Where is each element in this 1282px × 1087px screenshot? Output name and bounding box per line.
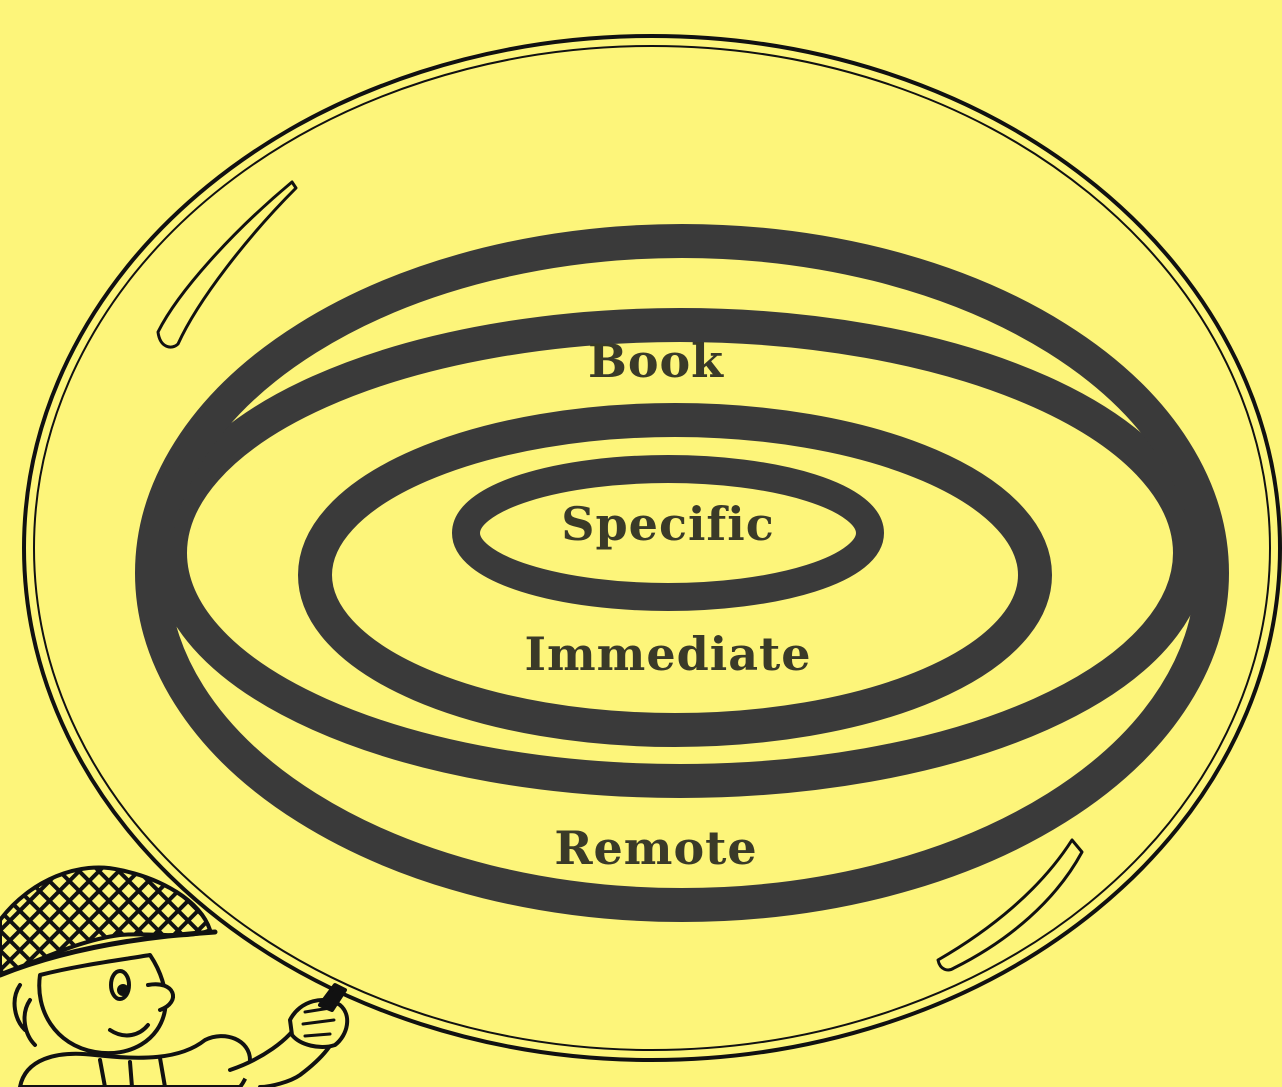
label-immediate: Immediate — [524, 627, 811, 681]
label-remote: Remote — [554, 821, 757, 875]
label-specific: Specific — [561, 497, 774, 551]
label-book: Book — [588, 334, 724, 388]
